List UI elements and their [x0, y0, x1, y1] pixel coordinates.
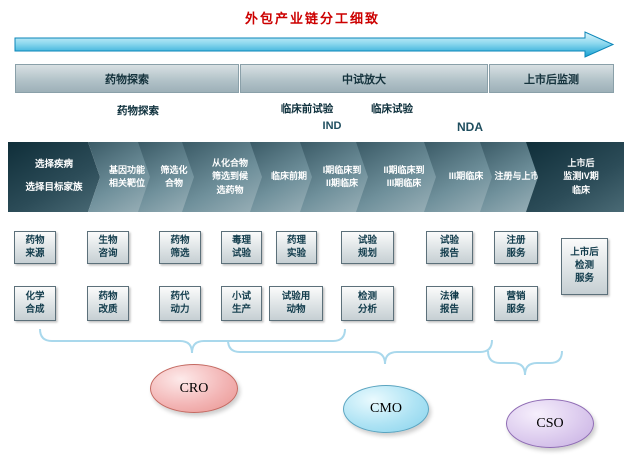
service-postmarket-testing: 上市后 检测 服务 — [561, 238, 608, 295]
milestone-nda: NDA — [457, 120, 483, 134]
service-chemical-synthesis: 化学 合成 — [14, 286, 56, 321]
service-legal-report: 法律 报告 — [426, 286, 473, 321]
stage-bar-postmarket: 上市后监测 — [489, 64, 614, 93]
stage-bar-pilot-scaleup: 中试放大 — [240, 64, 488, 93]
process-step-phase4: 上市后 监测IV期 临床 — [526, 142, 624, 212]
milestone-clinical: 临床试验 — [371, 103, 413, 115]
service-drug-modification: 药物 改质 — [87, 286, 129, 321]
stage-bar-discovery-label: 药物探索 — [105, 73, 149, 86]
stage-bar-postmarket-label: 上市后监测 — [524, 73, 579, 86]
service-bio-consulting: 生物 咨询 — [87, 231, 129, 264]
stage-bar-discovery: 药物探索 — [15, 64, 239, 93]
service-pharmacology: 药理 实验 — [276, 231, 317, 264]
service-drug-source: 药物 来源 — [14, 231, 56, 264]
service-testing-analysis: 检测 分析 — [341, 286, 394, 321]
service-pharmacokinetics: 药代 动力 — [159, 286, 201, 321]
service-drug-screening: 药物 筛选 — [159, 231, 201, 264]
timeline-arrow — [14, 31, 615, 58]
service-toxicology: 毒理 试验 — [221, 231, 262, 264]
service-registration: 注册 服务 — [494, 231, 538, 264]
milestone-discovery: 药物探索 — [117, 105, 159, 117]
process-step-select-disease: 选择疾病 选择目标家族 — [8, 142, 100, 212]
group-cmo: CMO — [343, 385, 429, 433]
group-cso: CSO — [506, 399, 594, 448]
service-pilot-production: 小试 生产 — [221, 286, 262, 321]
group-cso-label: CSO — [536, 415, 564, 431]
diagram-title: 外包产业链分工细致 — [244, 11, 380, 26]
group-cmo-label: CMO — [370, 401, 402, 416]
cro-brace — [39, 328, 346, 354]
service-trial-planning: 试验 规划 — [341, 231, 394, 264]
group-cro: CRO — [150, 364, 238, 413]
cso-brace — [487, 350, 563, 376]
stage-bar-pilot-scaleup-label: 中试放大 — [342, 73, 386, 86]
service-marketing: 营销 服务 — [494, 286, 538, 321]
milestone-ind: IND — [322, 120, 342, 132]
milestone-preclinical: 临床前试验 — [280, 103, 334, 115]
service-lab-animals: 试验用 动物 — [269, 286, 323, 321]
group-cro-label: CRO — [179, 380, 209, 396]
service-trial-report: 试验 报告 — [426, 231, 473, 264]
cmo-brace — [227, 339, 493, 365]
